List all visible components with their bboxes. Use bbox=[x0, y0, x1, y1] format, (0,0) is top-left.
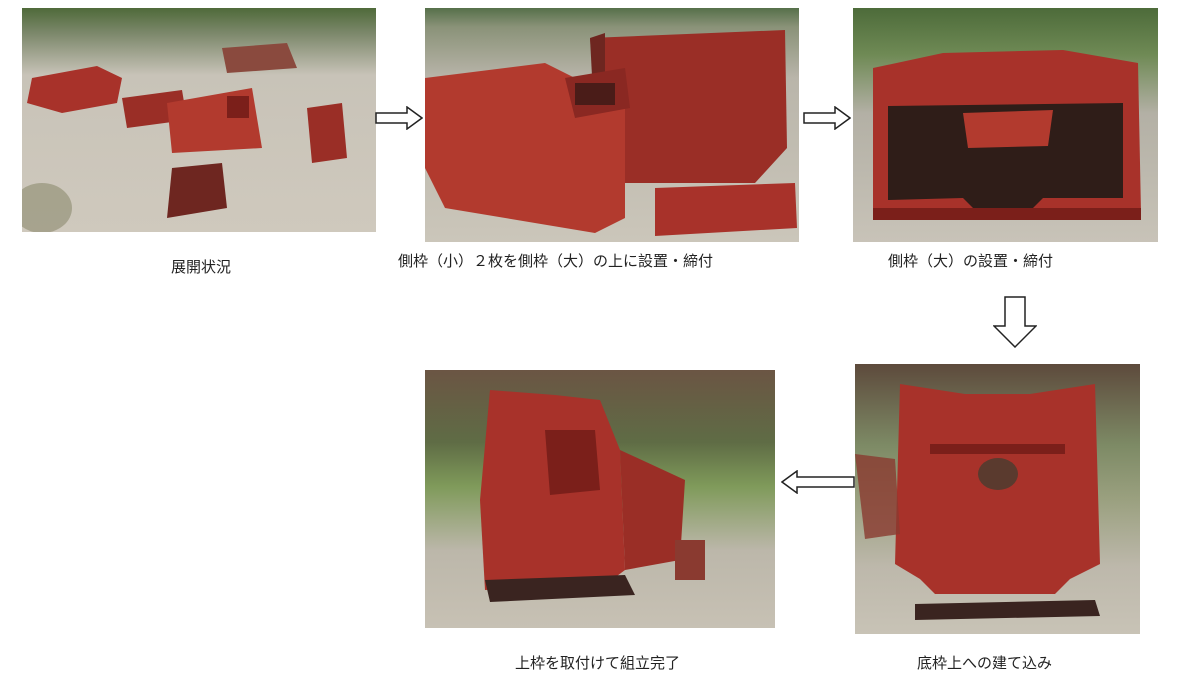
caption-side-frames-large: 側枠（大）の設置・締付 bbox=[888, 252, 1054, 270]
caption-side-frames-small: 側枠（小）２枚を側枠（大）の上に設置・締付 bbox=[398, 252, 714, 270]
photo-side-frames-small bbox=[425, 8, 799, 242]
photo-assembly-complete bbox=[425, 370, 775, 628]
arrow-down-icon bbox=[993, 296, 1037, 348]
arrow-left-icon bbox=[781, 470, 855, 494]
caption-deployment: 展開状況 bbox=[171, 258, 232, 276]
photo-deployment bbox=[22, 8, 376, 232]
caption-erection-on-base: 底枠上への建て込み bbox=[917, 654, 1053, 672]
arrow-right-icon bbox=[803, 106, 851, 130]
arrow-right-icon bbox=[375, 106, 423, 130]
photo-erection-on-base bbox=[855, 364, 1140, 634]
photo-side-frames-large bbox=[853, 8, 1158, 242]
caption-assembly-complete: 上枠を取付けて組立完了 bbox=[515, 654, 681, 672]
